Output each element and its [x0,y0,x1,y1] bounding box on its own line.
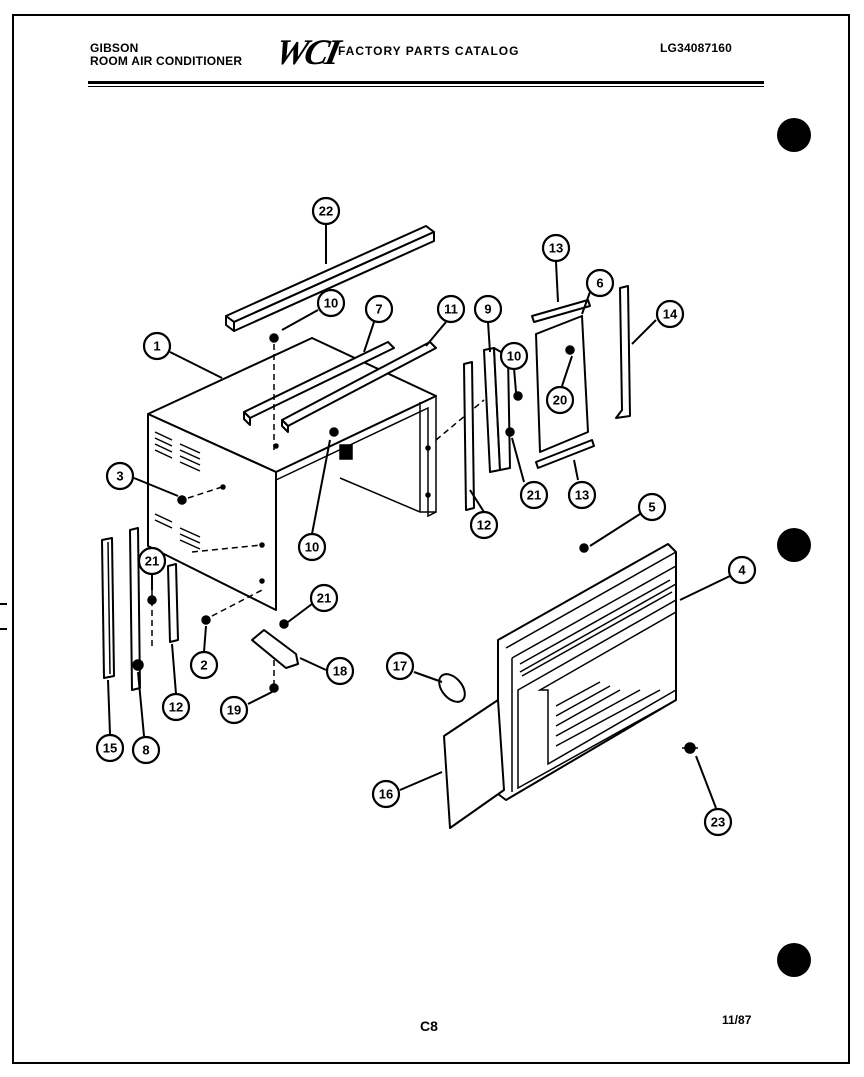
callout-label: 5 [648,500,655,515]
callout-22: 22 [311,196,341,226]
callout-9: 9 [473,294,503,324]
screw-2 [201,589,263,625]
header-rule-thin [88,86,764,87]
callout-12: 12 [469,510,499,540]
callout-label: 14 [663,307,678,322]
callout-19: 19 [219,695,249,725]
callout-label: 21 [527,488,541,503]
left-side-seal-15 [101,537,115,679]
callout-16: 16 [371,779,401,809]
callout-13: 13 [567,480,597,510]
callout-label: 3 [116,469,123,484]
callout-20: 20 [545,385,575,415]
callout-label: 13 [575,488,589,503]
callout-1: 1 [142,331,172,361]
callout-2: 2 [189,650,219,680]
assembly-leader [435,399,485,441]
callout-7: 7 [364,294,394,324]
model-number: LG34087160 [660,41,733,55]
callout-10: 10 [297,532,327,562]
callout-8: 8 [131,735,161,765]
callout-label: 21 [317,591,331,606]
rail-7-part [243,341,395,426]
top-rail-part [225,225,435,332]
cabinet-part [147,337,437,611]
screw-5 [579,543,589,553]
callout-label: 9 [484,302,491,317]
product-name: ROOM AIR CONDITIONER [90,54,243,68]
callout-label: 16 [379,787,393,802]
binder-hole-top [777,118,811,152]
binder-hole-middle [777,528,811,562]
front-grille-4 [497,543,677,801]
callout-label: 12 [169,700,183,715]
callout-label: 21 [145,554,159,569]
callout-21: 21 [309,583,339,613]
curtain-strip-13-bottom [535,439,595,469]
callout-17: 17 [385,651,415,681]
callout-label: 19 [227,703,241,718]
screw-3 [177,486,263,553]
curtain-strip-13-top [531,299,591,323]
callout-label: 7 [375,302,382,317]
brand-name: GIBSON [90,41,139,55]
side-bracket-9 [483,347,523,473]
callout-10: 10 [316,288,346,318]
callout-label: 2 [200,658,207,673]
callout-label: 6 [596,276,603,291]
callout-12: 12 [161,692,191,722]
filter-16 [443,699,505,829]
callout-label: 13 [549,241,563,256]
callout-label: 17 [393,659,407,674]
callout-label: 15 [103,741,117,756]
callout-label: 1 [153,339,160,354]
side-angle-14 [615,285,631,419]
left-strip-12 [167,563,179,643]
callout-23: 23 [703,807,733,837]
left-bracket-8 [129,527,157,691]
callout-leaders [107,224,731,809]
cabinet-louvers [154,431,201,550]
header-rule [88,81,764,84]
callout-18: 18 [325,656,355,686]
callout-label: 20 [553,393,567,408]
callout-15: 15 [95,733,125,763]
catalog-title: FACTORY PARTS CATALOG [338,44,520,58]
binder-hole-bottom [777,943,811,977]
grille-louvers [519,579,673,747]
callout-label: 12 [477,518,491,533]
side-strip-12 [463,361,475,511]
screw-10-top [269,333,279,452]
page-code: C8 [420,1018,438,1034]
callout-6: 6 [585,268,615,298]
callout-5: 5 [637,492,667,522]
callout-13: 13 [541,233,571,263]
margin-mark [0,628,7,630]
callout-3: 3 [105,461,135,491]
callout-label: 10 [305,540,319,555]
callout-label: 8 [142,743,149,758]
callout-14: 14 [655,299,685,329]
screw-10-center [329,427,339,437]
callout-21: 21 [519,480,549,510]
callout-11: 11 [436,294,466,324]
bracket-18 [251,619,299,693]
callout-4: 4 [727,555,757,585]
drawing-frame [12,14,850,1064]
drain-fitting-23 [682,742,698,754]
callout-label: 23 [711,815,725,830]
callout-10: 10 [499,341,529,371]
callout-21: 21 [137,546,167,576]
margin-mark [0,603,7,605]
catalog-date: 11/87 [722,1013,752,1027]
callout-label: 10 [507,349,521,364]
callout-label: 4 [738,563,746,578]
rail-11-part [281,341,437,433]
knob-17 [438,673,466,703]
callout-label: 22 [319,204,333,219]
callout-label: 11 [444,302,458,317]
callout-label: 18 [333,664,347,679]
callout-label: 10 [324,296,338,311]
